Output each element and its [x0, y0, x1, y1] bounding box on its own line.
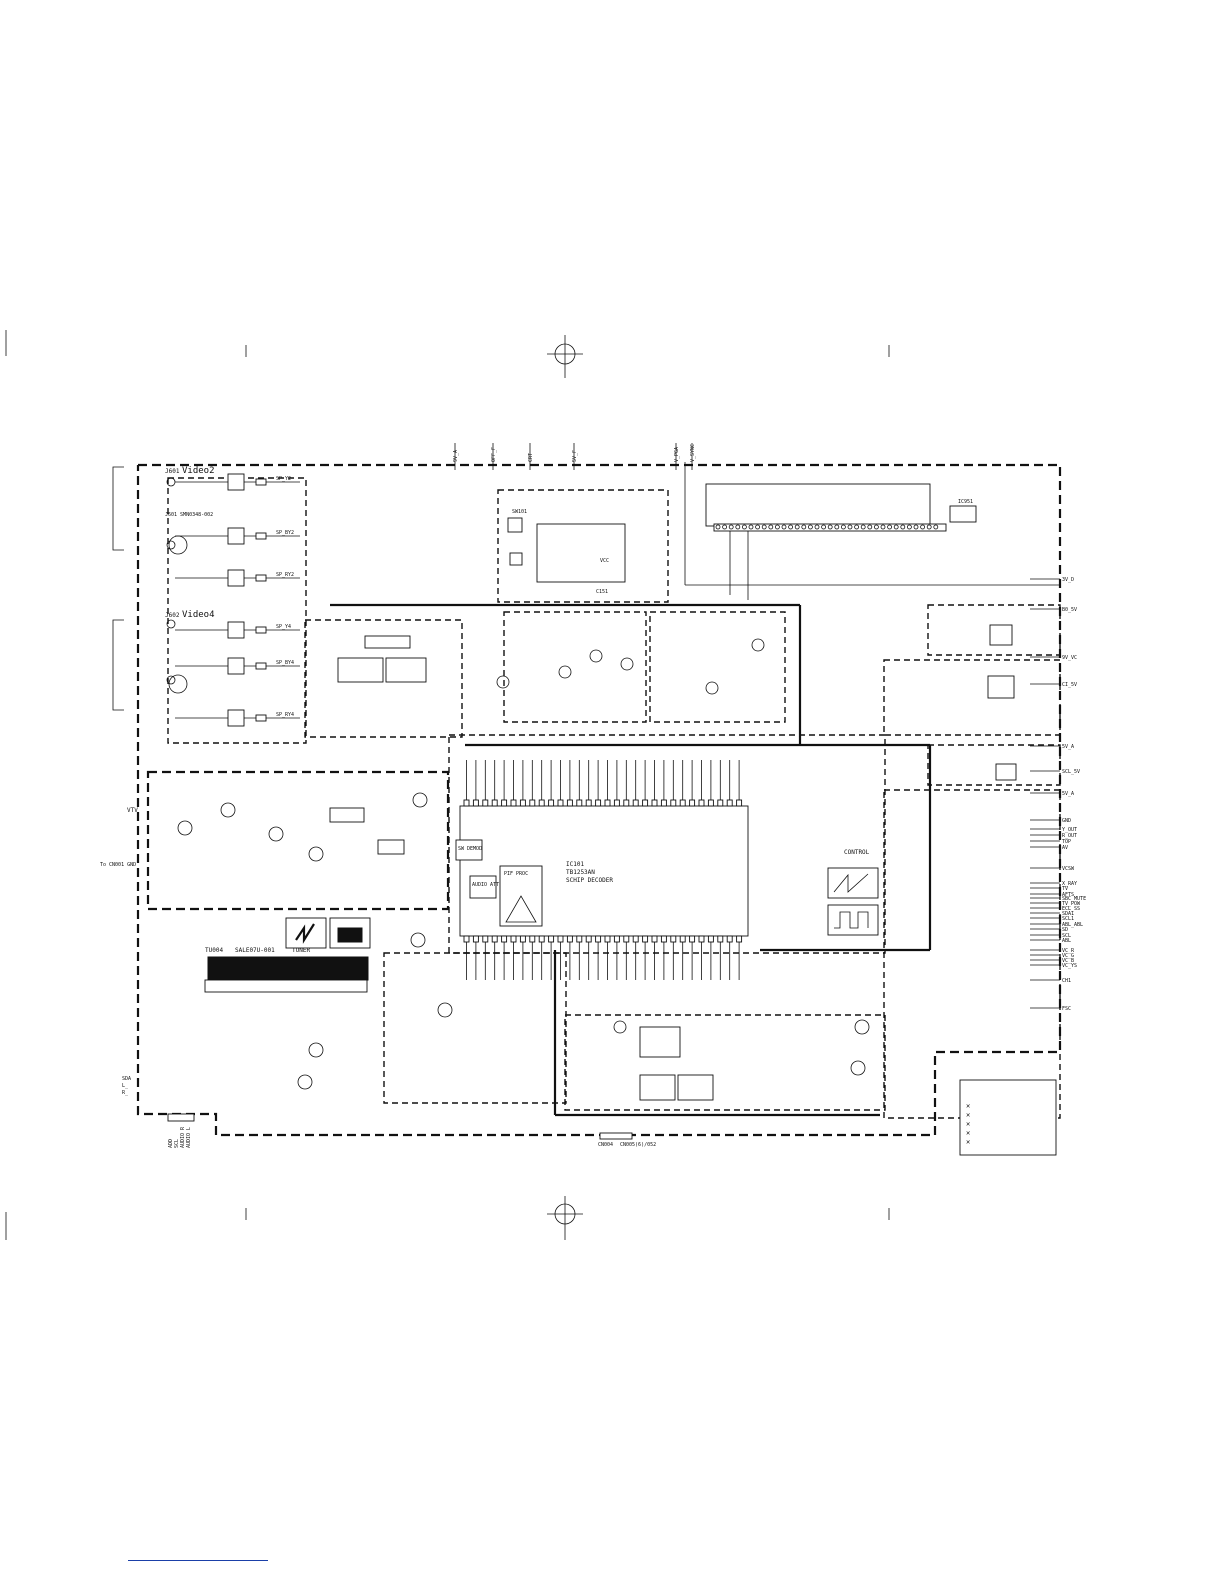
right-signal-label: SCL_5V	[1062, 769, 1080, 775]
input-row-label: SP_Y2	[276, 476, 291, 482]
legend-row: ✕	[966, 1102, 970, 1110]
block-audio-att: AUDIO ATT	[472, 882, 499, 888]
input-row-label: SP_RY4	[276, 712, 294, 718]
right-signal-label: VC_G	[1062, 953, 1074, 959]
right-signal-label: SCL1	[1062, 916, 1074, 922]
right-signal-label: SDA1	[1062, 911, 1074, 917]
right-signal-label: VC_YS	[1062, 963, 1077, 969]
bottom-pin-label: ADD	[168, 1139, 174, 1148]
tuner-name: TUNER	[292, 947, 310, 954]
right-signal-label: FSC	[1062, 1006, 1071, 1012]
right-signal-label: CI_5V	[1062, 682, 1077, 688]
legend-box: ✕✕✕✕✕	[959, 1079, 1057, 1156]
registration-marks	[5, 330, 890, 1240]
right-signal-label: VC_R	[1062, 948, 1075, 954]
right-signal-label: ABL_ABL	[1062, 922, 1083, 928]
video4-jack: J602	[165, 612, 180, 619]
video2-jack: J601	[165, 468, 180, 475]
jack-s-label: J601 SMN0348-002	[165, 512, 213, 518]
right-signal-label: TV_POW	[1062, 901, 1081, 907]
right-signal-label: GND	[1062, 818, 1071, 824]
right-signal-label: Y_OUT	[1062, 827, 1077, 833]
right-signal-label: VC_B	[1062, 958, 1074, 964]
display-connector: IC951	[684, 462, 1060, 600]
input-row-label: SP_RY2	[276, 572, 294, 578]
tuner-part: SALE07U-001	[235, 947, 275, 954]
top-net-labels: 9V_A OFF_F CRT 5V_F V_PGA V_SYNC	[453, 443, 696, 470]
tuner-ref: TU004	[205, 947, 223, 954]
right-signal-label: B0_5V	[1062, 607, 1077, 613]
middle-transistor-blocks	[496, 611, 786, 723]
cn005-label: CN005(6)/052	[620, 1142, 656, 1148]
to-cn001-label: To CN001 GND	[100, 862, 136, 868]
legend-row: ✕	[966, 1129, 970, 1137]
bottom-pin-label: AUDIO R	[180, 1126, 186, 1148]
control-label: CONTROL	[844, 849, 870, 856]
cn004-label: CN004	[598, 1142, 613, 1148]
left-signal-l: L_	[122, 1083, 129, 1089]
block-pif-proc: PIF PROC	[504, 871, 528, 877]
svg-text:VCC: VCC	[600, 558, 609, 564]
av-input-section: Video2 J601 Video4 J602 J601 SMN0348-002…	[165, 466, 307, 744]
right-signal-label: TOP	[1062, 839, 1071, 845]
input-row-label: SP_BY4	[276, 660, 294, 666]
video4-label: Video4	[182, 610, 215, 620]
svg-text:IC951: IC951	[958, 499, 973, 505]
legend-row: ✕	[966, 1138, 970, 1146]
input-row-label: SP_Y4	[276, 624, 291, 630]
decoder-ref: IC101	[566, 861, 584, 868]
left-signal-sda: SDA	[122, 1076, 131, 1082]
left-signal-vtv: VTV	[127, 807, 138, 814]
video2-label: Video2	[182, 466, 215, 476]
top-net-label: V_SYNC	[690, 444, 696, 462]
right-signal-label: 5V_A	[1062, 744, 1074, 750]
right-signal-label: 9V_VC	[1062, 655, 1077, 661]
left-middle-section: VTV To CN001 GND	[100, 770, 450, 948]
decoder-function: SCHIP DECODER	[566, 877, 613, 884]
board-outline	[112, 463, 1062, 1137]
top-net-label: CRT	[528, 453, 534, 462]
decoder-part: TB1253AN	[566, 869, 595, 876]
legend-row: ✕	[966, 1120, 970, 1128]
right-signal-label: TV	[1062, 886, 1068, 892]
right-signal-label: R_OUT	[1062, 833, 1077, 839]
legend-row: ✕	[966, 1111, 970, 1119]
top-center-circuit: VCC SW101 C151	[497, 489, 669, 603]
right-signal-label: 3V_D	[1062, 577, 1074, 583]
bottom-pin-label: SCL	[174, 1139, 180, 1148]
decoder-ic: IC101 TB1253AN SCHIP DECODER SW DEMOD AU…	[448, 734, 932, 980]
control-waveforms: CONTROL	[564, 849, 886, 1111]
av-switch-ic	[304, 603, 802, 745]
right-signal-label: SCL	[1062, 933, 1071, 939]
block-sw-demod: SW DEMOD	[458, 846, 482, 852]
right-signal-labels: 3V_D B0_5V 9V_VC CI_5V 5V_A SCL_5V 5V_A GND Y_OU…	[1030, 577, 1086, 1012]
top-net-label: OFF_F	[491, 447, 497, 462]
right-signal-label: AFTS	[1062, 892, 1074, 898]
footer-link-rule	[128, 1560, 268, 1561]
right-signal-label: AV	[1062, 845, 1068, 851]
input-row-label: SP_BY2	[276, 530, 294, 536]
right-signal-label: 5V_A	[1062, 791, 1074, 797]
right-signal-label: VCSW	[1062, 866, 1075, 872]
right-signal-label: ABL	[1062, 938, 1071, 944]
svg-text:C151: C151	[596, 589, 608, 595]
tuner-section: TU004 SALE07U-001 TUNER	[204, 917, 567, 1104]
right-signal-label: SBC_MUTE	[1062, 896, 1086, 902]
right-signal-label: SD	[1062, 927, 1068, 933]
svg-text:SW101: SW101	[512, 509, 527, 515]
right-signal-label: ECL_SS	[1062, 906, 1080, 912]
top-net-label: 5V_F	[572, 450, 578, 462]
bottom-pin-label: AUDIO L	[186, 1127, 192, 1148]
top-net-label: 9V_A	[453, 450, 459, 462]
left-signal-r: R_	[122, 1090, 129, 1096]
right-signal-label: X_RAY	[1062, 881, 1077, 887]
right-signal-label: CH1	[1062, 978, 1071, 984]
power-regulator-blocks	[883, 604, 1061, 1119]
top-net-label: V_PGA	[674, 447, 680, 462]
